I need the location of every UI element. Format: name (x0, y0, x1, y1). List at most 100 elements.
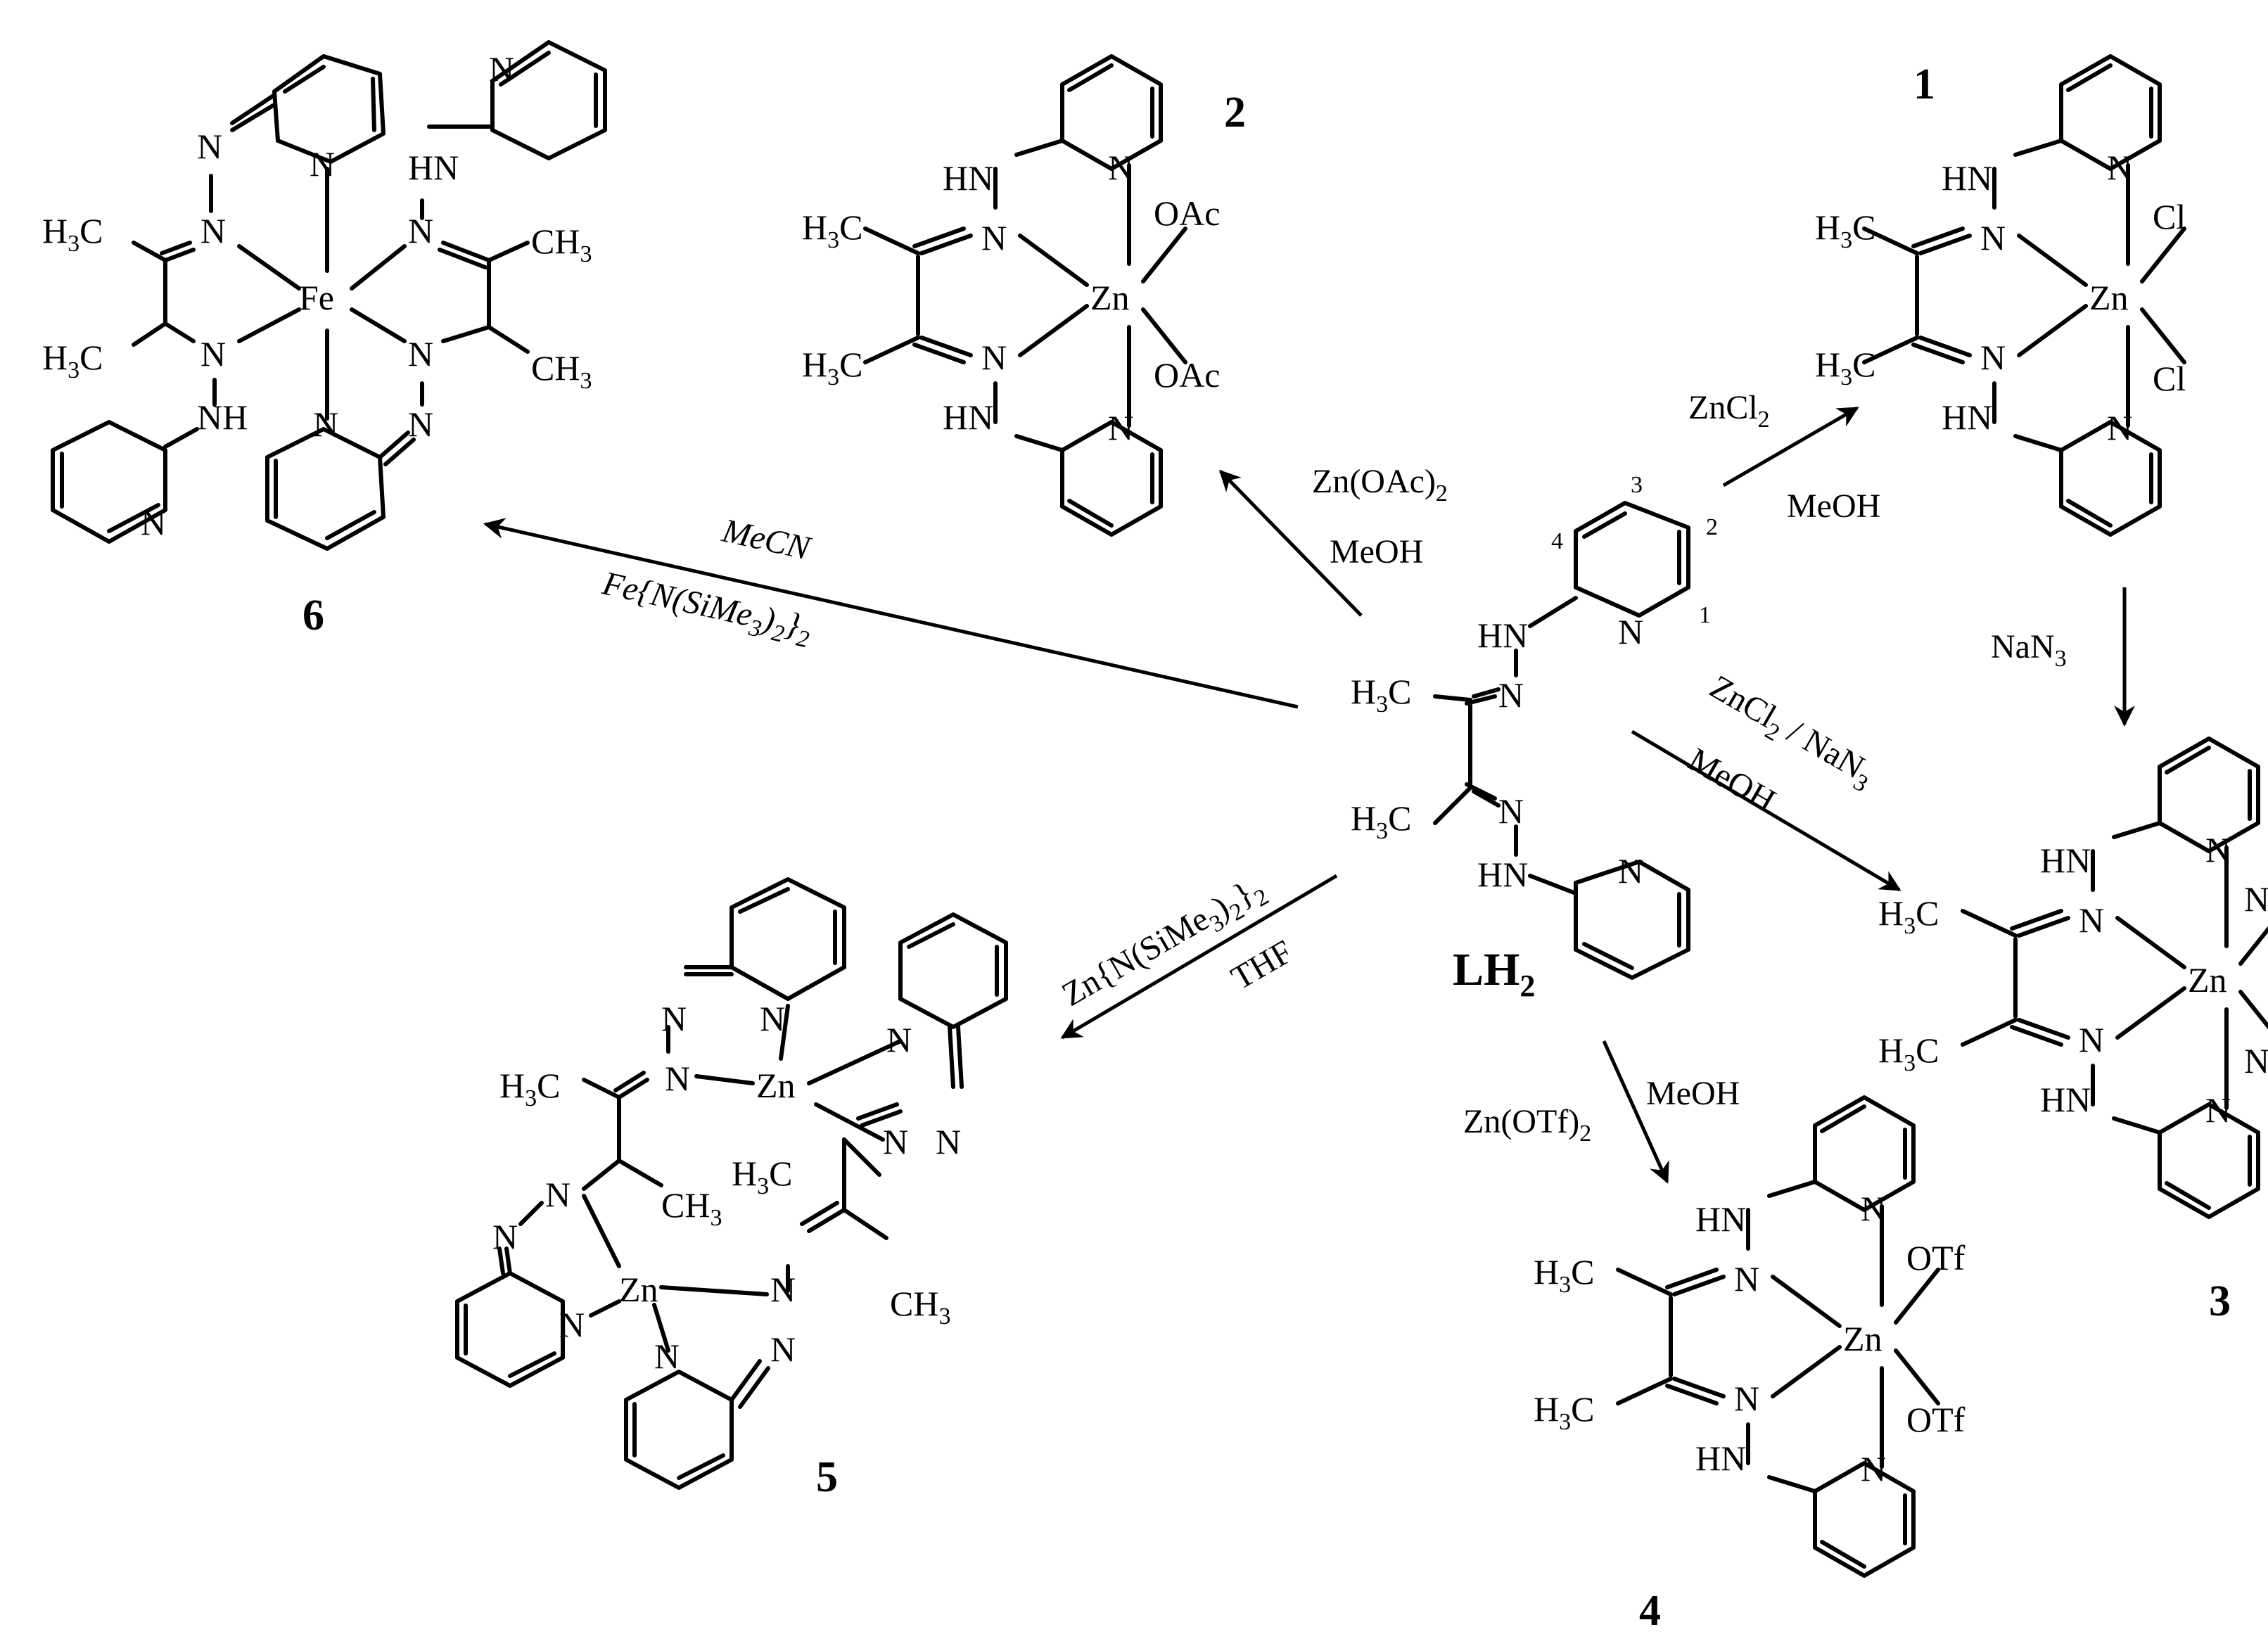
compound-3-label: 3 (2209, 1277, 2231, 1325)
cond-zn-hmds-group: Zn{N(SiMe3)2}2 THF (1056, 874, 1299, 1014)
c1-me-bottom: H3C (1815, 345, 1875, 390)
c4-me-top: H3C (1534, 1252, 1594, 1298)
c6-me-tr: CH3 (531, 222, 592, 267)
c2-py-n-bottom: N (1108, 408, 1133, 447)
arrow-to-2 (1218, 469, 1363, 617)
cond-fe-group: MeCN Fe{N(SiMe3)2}2 (597, 511, 815, 653)
complex-6: N N N HN N N N NH N N N N Fe H3C H3C CH3… (42, 40, 607, 551)
c5-py-n-3: N (559, 1305, 585, 1344)
c3-n-bottom: N (2079, 1020, 2104, 1059)
arrow-to-1 (1722, 406, 1859, 487)
c6-hn-tr: HN (408, 148, 459, 187)
c5-py-n-1: N (760, 999, 785, 1038)
c6-fe: Fe (299, 278, 334, 317)
c5-n-2: N (883, 1122, 908, 1161)
arrow-to-5 (1060, 874, 1338, 1040)
c6-py-n-tl: N (310, 144, 335, 184)
c4-me-bottom: H3C (1534, 1389, 1594, 1435)
c3-me-top: H3C (1878, 893, 1939, 939)
position-2: 2 (1706, 514, 1718, 540)
c2-me-bottom: H3C (802, 345, 862, 390)
compound-1-label: 1 (1913, 60, 1935, 108)
c1-py-n-top: N (2107, 148, 2132, 187)
complex-5: N N N Zn N N N N N N Zn N N N H3C CH3 H3… (455, 877, 1008, 1490)
c6-py-n-br: N (313, 404, 338, 444)
c5-me-4: CH3 (890, 1284, 950, 1329)
c5-n-3: N (545, 1175, 571, 1214)
c5-zn-bottom: Zn (619, 1270, 658, 1309)
c1-cl-bottom: Cl (2153, 359, 2186, 398)
position-3: 3 (1631, 472, 1643, 498)
c5-py-n-4: N (654, 1337, 680, 1376)
c5-me-3: H3C (732, 1154, 792, 1199)
cond-fe-reagent: Fe{N(SiMe3)2}2 (597, 564, 815, 653)
cond-znoac2: Zn(OAc)2 (1312, 463, 1448, 506)
c2-py-n-top: N (1108, 148, 1133, 187)
c4-hn-bottom: HN (1695, 1439, 1746, 1478)
ligand-hn-bottom: HN (1477, 855, 1528, 894)
cond-zncl2-solvent: MeOH (1787, 487, 1880, 525)
ligand-hn-top: HN (1477, 616, 1528, 655)
c6-py-n-bl: N (141, 503, 166, 542)
ligand-n-bottom: N (1498, 791, 1524, 831)
c3-n3-bottom: N3 (2244, 1041, 2268, 1087)
c6-n-br: N (408, 334, 433, 374)
c5-n-azo-4: N (770, 1329, 796, 1369)
c1-me-top: H3C (1815, 208, 1875, 253)
arrow-to-4 (1602, 1040, 1669, 1184)
c6-n-br-azo: N (408, 404, 433, 444)
c1-hn-top: HN (1942, 158, 1992, 198)
c2-me-top: H3C (802, 208, 862, 253)
c5-n-azo-3: N (492, 1217, 518, 1256)
cond-zncl2-nan3-group: ZnCl2 / NaN3 MeOH (1682, 668, 1873, 820)
arrow-to-6 (483, 518, 1299, 709)
c2-oac-top: OAc (1154, 193, 1220, 233)
c2-oac-bottom: OAc (1154, 355, 1220, 395)
cond-znotf2: Zn(OTf)2 (1463, 1103, 1591, 1147)
compound-6-label: 6 (302, 592, 324, 639)
c6-me-br: CH3 (531, 348, 592, 394)
c6-py-n-tr: N (489, 49, 514, 89)
position-1: 1 (1699, 602, 1711, 628)
cond-nan3: NaN3 (1991, 628, 2067, 672)
cond-zncl2-nan3-solvent: MeOH (1682, 741, 1782, 820)
compound-5-label: 5 (816, 1453, 838, 1501)
c5-n-azo-1: N (661, 999, 687, 1038)
c3-me-bottom: H3C (1878, 1031, 1939, 1076)
c6-n-tr: N (408, 211, 433, 250)
c1-n-bottom: N (1980, 338, 2006, 377)
ligand-me-bottom: H3C (1351, 798, 1411, 844)
c3-py-n-bottom: N (2205, 1090, 2231, 1130)
c6-me-bl: H3C (42, 338, 103, 383)
c5-me-2: CH3 (661, 1185, 722, 1231)
c2-hn-top: HN (943, 158, 993, 198)
c3-n3-top: N3 (2244, 879, 2268, 925)
c6-n-bl: N (200, 334, 226, 374)
c2-hn-bottom: HN (943, 397, 993, 437)
complex-1: HN N N HN Zn N N Cl Cl H3C H3C (1815, 56, 2186, 535)
complex-4: HN N N HN Zn N N OTf OTf H3C H3C (1534, 1097, 1966, 1576)
c3-py-n-top: N (2205, 830, 2231, 869)
c6-n-tl: N (200, 211, 226, 250)
c4-n-bottom: N (1734, 1379, 1759, 1418)
cond-zncl2: ZnCl2 (1688, 389, 1770, 433)
c5-n-4: N (770, 1270, 796, 1309)
complex-3: HN N N HN Zn N N N3 N3 H3C H3C (1878, 739, 2268, 1217)
c5-zn-top: Zn (756, 1066, 796, 1105)
ligand-py-n-top: N (1618, 612, 1643, 651)
c6-me-tl: H3C (42, 211, 103, 257)
cond-fe-solvent: MeCN (718, 511, 815, 568)
c5-n-azo-2: N (936, 1122, 961, 1161)
c6-nh-bl: NH (197, 397, 248, 437)
ligand-lh2: HN N N HN N N H3C H3C 1 2 3 4 LH2 (1351, 472, 1718, 1003)
c1-hn-bottom: HN (1942, 397, 1992, 437)
c2-n-top: N (981, 218, 1007, 257)
c3-zn: Zn (2188, 960, 2227, 1000)
cond-znoac2-solvent: MeOH (1330, 533, 1423, 570)
c4-hn-top: HN (1695, 1199, 1746, 1239)
c4-zn: Zn (1843, 1319, 1882, 1358)
complex-2: HN N N HN Zn N N OAc OAc H3C H3C (802, 56, 1220, 535)
c3-hn-top: HN (2040, 841, 2091, 880)
cond-zn-hmds-solvent: THF (1225, 933, 1299, 997)
